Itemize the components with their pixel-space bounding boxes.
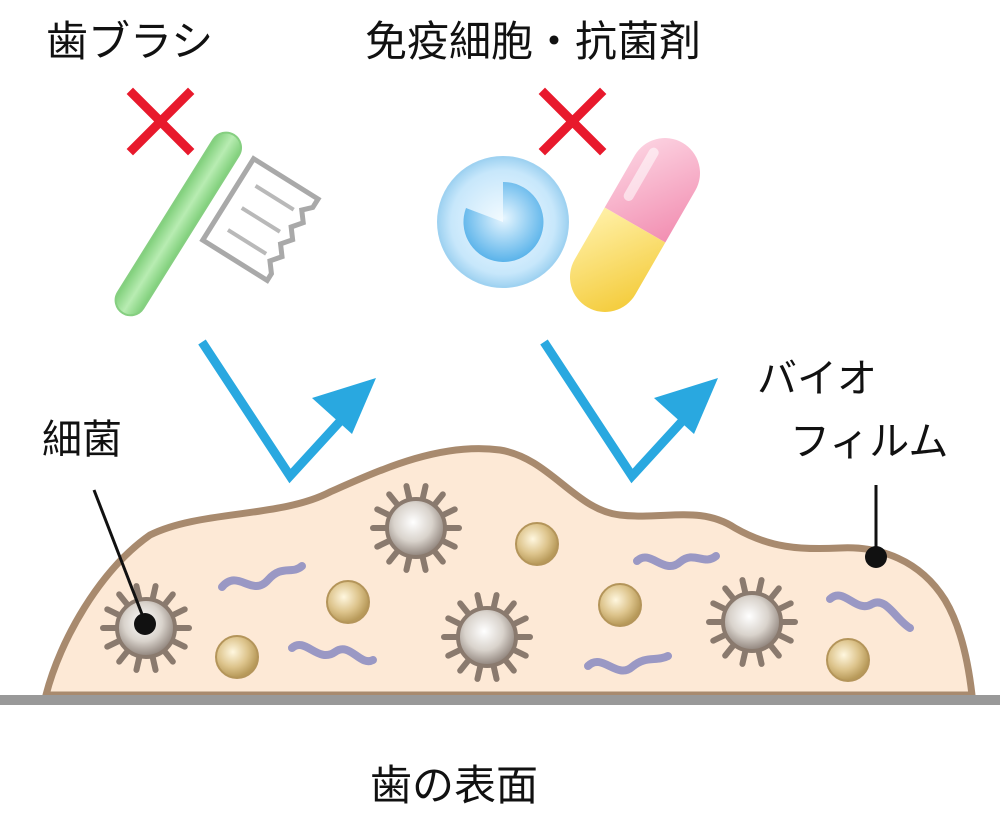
tooth-surface-label: 歯の表面: [370, 761, 538, 810]
spiky-bacteria: [100, 483, 798, 682]
spirillum: [288, 641, 377, 666]
biofilm-leader-dot: [865, 546, 887, 568]
bounce-arrow-left: [198, 339, 376, 484]
spiky-bacterium: [441, 592, 533, 682]
immune-cell-icon: [437, 156, 569, 288]
spirillum: [633, 552, 720, 570]
spirillum: [826, 591, 914, 632]
bounce-arrow-right: [540, 339, 718, 484]
spiky-bacterium: [706, 577, 798, 667]
immune-antibacterial-label: 免疫細胞・抗菌剤: [365, 17, 701, 66]
spiky-bacterium: [370, 483, 462, 573]
bacteria-leader-line: [92, 489, 147, 623]
spirillum: [218, 562, 306, 591]
cross-icon: [538, 87, 607, 156]
toothbrush-label: 歯ブラシ: [46, 17, 213, 66]
biofilm-label-line2: フィルム: [790, 419, 948, 465]
bacteria-label: 細菌: [42, 417, 122, 463]
coccus-bacteria: [215, 522, 870, 682]
biofilm-label-line1: バイオ: [757, 356, 877, 402]
spirillum: [584, 652, 672, 675]
tooth-surface-line: [0, 695, 1000, 705]
capsule-icon: [570, 138, 700, 312]
cross-icon: [126, 87, 195, 156]
coccus: [326, 580, 370, 624]
coccus: [215, 635, 259, 679]
coccus: [515, 522, 559, 566]
bacteria-leader-dot: [134, 613, 156, 635]
coccus: [826, 638, 870, 682]
spirillum-bacteria: [218, 552, 914, 675]
toothbrush-icon: [114, 131, 322, 317]
coccus: [598, 583, 642, 627]
